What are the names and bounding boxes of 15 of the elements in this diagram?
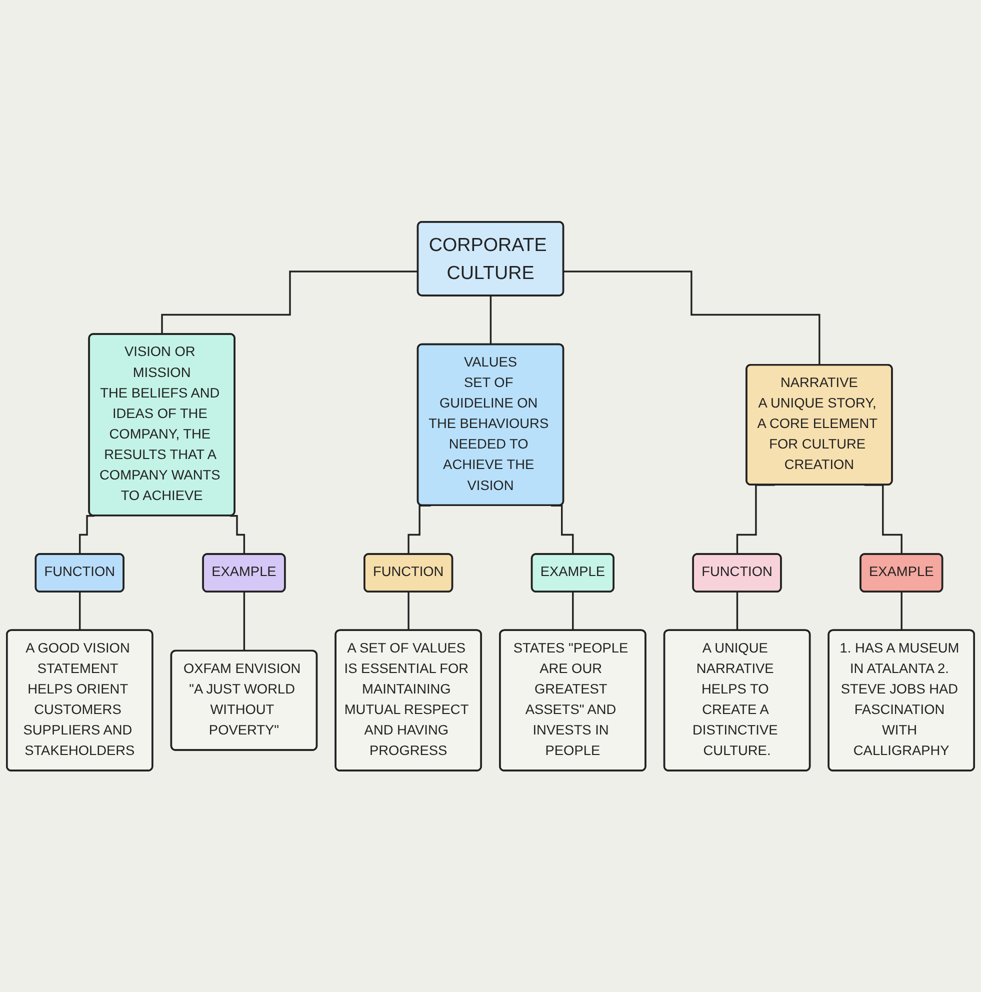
connector [408,591,410,632]
connector [408,504,431,556]
connector [551,504,574,556]
connector [564,270,820,366]
connector [736,591,738,632]
connector [243,591,246,652]
connector [864,484,903,556]
connector [736,484,775,556]
connector [78,514,94,556]
connector [490,294,492,346]
connector [78,591,81,632]
connector [161,270,418,336]
connector [900,591,903,632]
connector [230,514,246,556]
connector [572,591,574,632]
